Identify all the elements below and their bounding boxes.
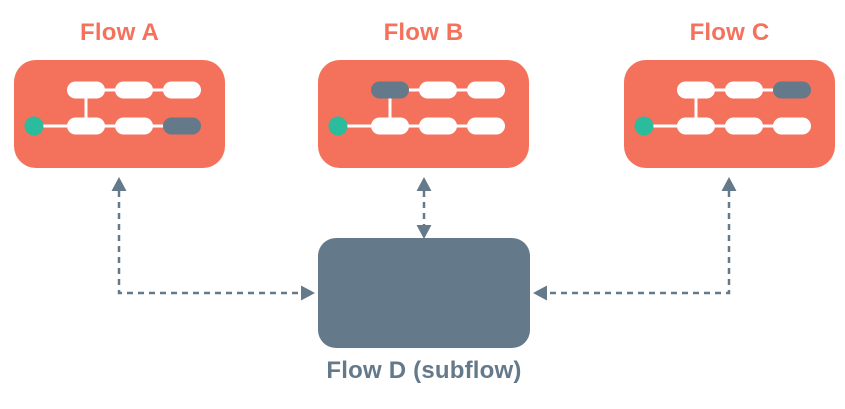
flow-node [67, 81, 105, 99]
flow-node [115, 81, 153, 99]
flow-node [725, 117, 763, 135]
flow-b-box [318, 60, 529, 168]
highlighted-node [773, 81, 811, 99]
arrowhead-up-a [111, 177, 127, 191]
flow-a-label: Flow A [80, 19, 159, 46]
start-node [24, 116, 44, 136]
flow-node [115, 117, 153, 135]
flow-d-box [318, 238, 530, 348]
flow-a-box [14, 60, 225, 168]
dashed-arrow-a-d [117, 191, 299, 295]
flow-d-background [318, 238, 530, 348]
arrowhead-up-c [721, 177, 737, 191]
flow-d-label: Flow D (subflow) [326, 357, 522, 384]
flow-node [467, 81, 505, 99]
arrowhead-up-b [416, 177, 432, 191]
arrowhead-down-into-d [416, 225, 432, 239]
start-node [328, 116, 348, 136]
flow-node [419, 81, 457, 99]
flow-node [725, 81, 763, 99]
highlighted-node [371, 81, 409, 99]
flow-node [467, 117, 505, 135]
flow-node [773, 117, 811, 135]
flow-node [67, 117, 105, 135]
arrowhead-right-into-d [301, 285, 315, 301]
flow-c-background [624, 60, 835, 168]
flow-b-label: Flow B [383, 19, 464, 46]
flow-node [419, 117, 457, 135]
dashed-arrow-c-d [549, 191, 731, 295]
flow-node [677, 81, 715, 99]
flow-node [677, 117, 715, 135]
flow-c-label: Flow C [689, 19, 770, 46]
start-node [634, 116, 654, 136]
flow-b-background [318, 60, 529, 168]
flow-node [163, 81, 201, 99]
highlighted-node [163, 117, 201, 135]
flow-node [371, 117, 409, 135]
flow-a-background [14, 60, 225, 168]
flow-c-box [624, 60, 835, 168]
arrowhead-left-into-d [533, 285, 547, 301]
